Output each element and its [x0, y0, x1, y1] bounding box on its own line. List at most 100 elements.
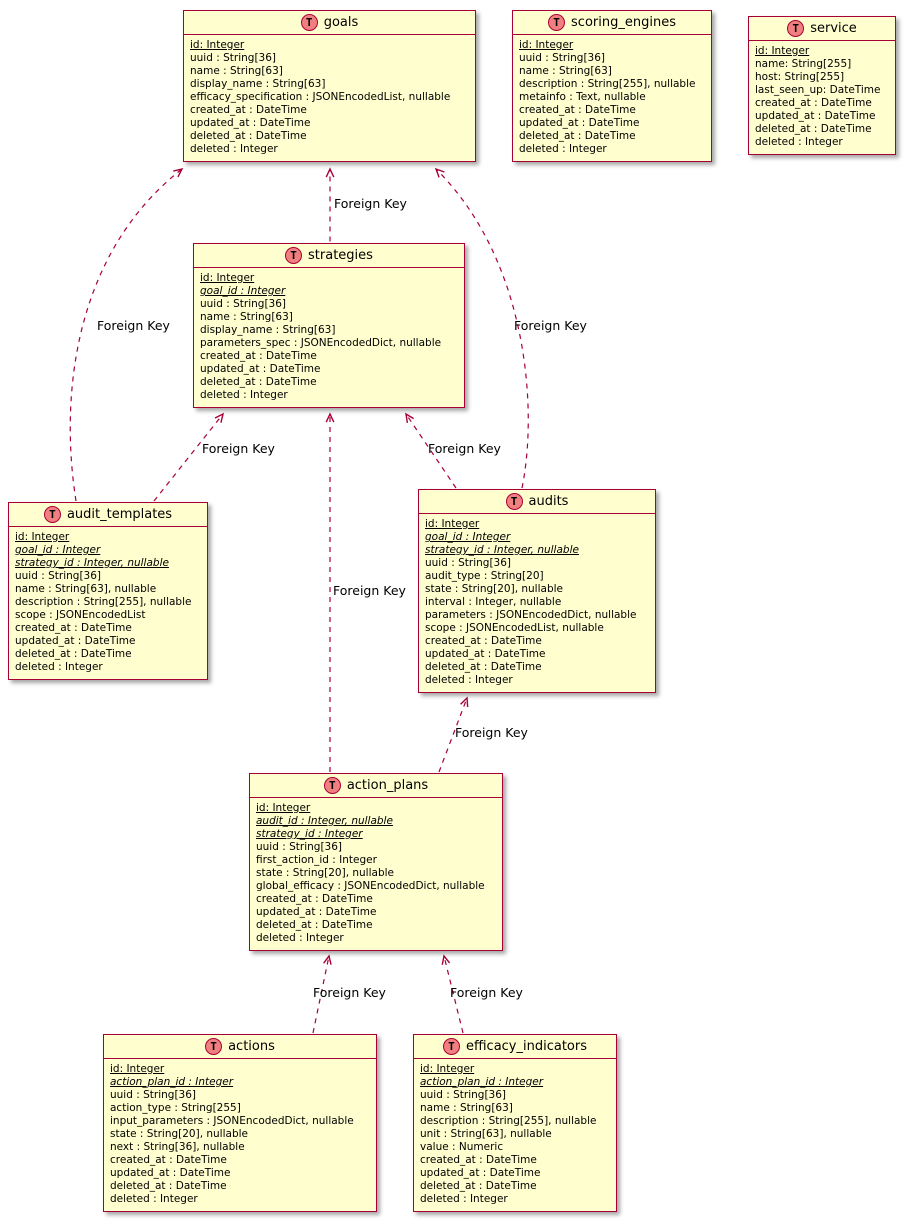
table-field: deleted : Integer [425, 674, 513, 686]
table-field: created_at : DateTime [15, 622, 132, 634]
edge-audit-templates-goals [69, 169, 182, 502]
table-field: deleted : Integer [256, 932, 344, 944]
foreign-key-label: Foreign Key [455, 725, 528, 740]
table-field: id: Integer [190, 39, 245, 51]
table-field: goal_id : Integer [425, 531, 511, 543]
table-field: scope : JSONEncodedList [15, 609, 146, 621]
table-field: parameters_spec : JSONEncodedDict, nulla… [200, 337, 442, 349]
table-field: deleted : Integer [190, 143, 278, 155]
table-field: audit_id : Integer, nullable [256, 815, 393, 827]
foreign-key-label: Foreign Key [514, 318, 587, 333]
table-name: goals [323, 15, 359, 30]
table-icon: T [43, 506, 61, 523]
table-field: deleted_at : DateTime [15, 648, 132, 660]
table-field: audit_type : String[20] [425, 570, 544, 582]
table-field: deleted : Integer [200, 389, 288, 401]
table-field: deleted : Integer [420, 1193, 508, 1205]
table-field: created_at : DateTime [256, 893, 373, 905]
table-field: uuid : String[36] [420, 1089, 506, 1101]
table-field: created_at : DateTime [420, 1154, 537, 1166]
table-field: created_at : DateTime [190, 104, 307, 116]
table-name: efficacy_indicators [465, 1039, 588, 1054]
table-field: display_name : String[63] [200, 324, 336, 336]
table-field: deleted_at : DateTime [519, 130, 636, 142]
table-field: name : String[63] [200, 311, 293, 323]
table-field: updated_at : DateTime [15, 635, 136, 647]
table-field: first_action_id : Integer [256, 854, 377, 866]
table-field: updated_at : DateTime [420, 1167, 541, 1179]
table-name: actions [228, 1039, 275, 1054]
table-field: last_seen_up: DateTime [755, 84, 881, 96]
table-field: action_plan_id : Integer [420, 1076, 544, 1088]
table-field: efficacy_specification : JSONEncodedList… [190, 91, 451, 103]
table-field: created_at : DateTime [425, 635, 542, 647]
table-icon: T [300, 14, 318, 31]
table-field: strategy_id : Integer, nullable [425, 544, 579, 556]
table-header: T audits [419, 490, 655, 514]
table-field: description : String[255], nullable [15, 596, 192, 608]
table-field: metainfo : Text, nullable [519, 91, 646, 103]
foreign-key-label: Foreign Key [334, 196, 407, 211]
table-field: display_name : String[63] [190, 78, 326, 90]
foreign-key-label: Foreign Key [333, 583, 406, 598]
table-header: T action_plans [250, 774, 502, 798]
table-field: name : String[63] [190, 65, 283, 77]
table-field: uuid : String[36] [200, 298, 286, 310]
table-field: value : Numeric [420, 1141, 504, 1153]
table-field: uuid : String[36] [256, 841, 342, 853]
table-field: deleted : Integer [519, 143, 607, 155]
table-field: uuid : String[36] [15, 570, 101, 582]
table-field: id: Integer [200, 272, 255, 284]
table-field: name : String[63], nullable [15, 583, 157, 595]
table-field: input_parameters : JSONEncodedDict, null… [110, 1115, 354, 1127]
table-field: updated_at : DateTime [200, 363, 321, 375]
table-name: audit_templates [66, 507, 173, 522]
table-header: T service [749, 17, 895, 41]
table-field: deleted_at : DateTime [425, 661, 542, 673]
table-field: next : String[36], nullable [110, 1141, 245, 1153]
table-header: T efficacy_indicators [414, 1035, 616, 1059]
table-field: updated_at : DateTime [256, 906, 377, 918]
table-field: deleted_at : DateTime [110, 1180, 227, 1192]
table-name: strategies [308, 248, 373, 263]
table-field: deleted : Integer [755, 136, 843, 148]
foreign-key-label: Foreign Key [450, 985, 523, 1000]
table-field: name : String[63] [420, 1102, 513, 1114]
table-field: state : String[20], nullable [425, 583, 563, 595]
table-field: id: Integer [256, 802, 311, 814]
table-icon: T [285, 247, 303, 264]
table-field: host: String[255] [755, 71, 845, 83]
table-icon: T [205, 1038, 223, 1055]
table-field: uuid : String[36] [110, 1089, 196, 1101]
table-header: T goals [184, 11, 475, 35]
edge-audit-templates-strategies [153, 414, 223, 502]
table-field: updated_at : DateTime [755, 110, 876, 122]
table-field: unit : String[63], nullable [420, 1128, 552, 1140]
table-field: deleted : Integer [15, 661, 103, 673]
table-name: action_plans [346, 778, 429, 793]
foreign-key-label: Foreign Key [313, 985, 386, 1000]
table-field: created_at : DateTime [200, 350, 317, 362]
table-icon: T [548, 14, 566, 31]
table-field: updated_at : DateTime [110, 1167, 231, 1179]
table-field: description : String[255], nullable [420, 1115, 597, 1127]
table-icon: T [505, 493, 523, 510]
table-field: action_plan_id : Integer [110, 1076, 234, 1088]
table-field: goal_id : Integer [15, 544, 101, 556]
table-field: action_type : String[255] [110, 1102, 241, 1114]
table-field: uuid : String[36] [425, 557, 511, 569]
table-header: T strategies [194, 244, 464, 268]
table-icon: T [323, 777, 341, 794]
